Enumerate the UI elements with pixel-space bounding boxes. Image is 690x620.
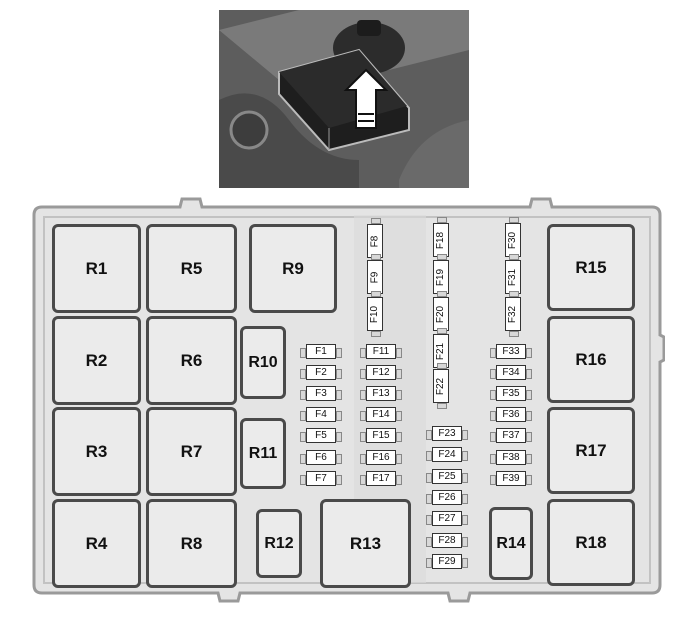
up-arrow-icon bbox=[343, 68, 389, 129]
fuse-f20: F20 bbox=[433, 291, 449, 337]
fuse-f1: F1 bbox=[300, 344, 342, 359]
relay-r9: R9 bbox=[249, 224, 337, 313]
fuse-f11: F11 bbox=[360, 344, 402, 359]
relay-r11: R11 bbox=[240, 418, 286, 489]
fuse-f6: F6 bbox=[300, 450, 342, 465]
fuse-f31: F31 bbox=[505, 254, 521, 300]
fuse-f36: F36 bbox=[490, 407, 532, 422]
fuse-f35: F35 bbox=[490, 386, 532, 401]
fuse-f28: F28 bbox=[426, 533, 468, 548]
relay-r6: R6 bbox=[146, 316, 237, 405]
engine-bay-illustration bbox=[219, 10, 469, 188]
relay-r2: R2 bbox=[52, 316, 141, 405]
fuse-f12: F12 bbox=[360, 365, 402, 380]
relay-r7: R7 bbox=[146, 407, 237, 496]
relay-r1: R1 bbox=[52, 224, 141, 313]
relay-r8: R8 bbox=[146, 499, 237, 588]
fuse-f24: F24 bbox=[426, 447, 468, 462]
relay-r5: R5 bbox=[146, 224, 237, 313]
fuse-f22: F22 bbox=[433, 363, 449, 409]
fuse-f23: F23 bbox=[426, 426, 468, 441]
relay-r14: R14 bbox=[489, 507, 533, 580]
fuse-f26: F26 bbox=[426, 490, 468, 505]
fuse-f30: F30 bbox=[505, 217, 521, 263]
relay-r18: R18 bbox=[547, 499, 635, 586]
fuse-f18: F18 bbox=[433, 217, 449, 263]
relay-r15: R15 bbox=[547, 224, 635, 311]
relay-r4: R4 bbox=[52, 499, 141, 588]
fuse-f5: F5 bbox=[300, 428, 342, 443]
fuse-f2: F2 bbox=[300, 365, 342, 380]
fuse-f27: F27 bbox=[426, 511, 468, 526]
relay-r3: R3 bbox=[52, 407, 141, 496]
fuse-f10: F10 bbox=[367, 291, 383, 337]
fuse-f39: F39 bbox=[490, 471, 532, 486]
fuse-f3: F3 bbox=[300, 386, 342, 401]
relay-r16: R16 bbox=[547, 316, 635, 403]
fuse-f25: F25 bbox=[426, 469, 468, 484]
fuse-f37: F37 bbox=[490, 428, 532, 443]
fuse-f19: F19 bbox=[433, 254, 449, 300]
fuse-f7: F7 bbox=[300, 471, 342, 486]
relay-r13: R13 bbox=[320, 499, 411, 588]
fuse-f33: F33 bbox=[490, 344, 532, 359]
relay-r10: R10 bbox=[240, 326, 286, 399]
fuse-f4: F4 bbox=[300, 407, 342, 422]
fuse-f13: F13 bbox=[360, 386, 402, 401]
fuse-f32: F32 bbox=[505, 291, 521, 337]
fuse-f9: F9 bbox=[367, 254, 383, 300]
fuse-f29: F29 bbox=[426, 554, 468, 569]
fuse-f38: F38 bbox=[490, 450, 532, 465]
fuse-f15: F15 bbox=[360, 428, 402, 443]
relay-r17: R17 bbox=[547, 407, 635, 494]
fuse-f14: F14 bbox=[360, 407, 402, 422]
engine-bay-photo bbox=[219, 10, 469, 188]
fuse-f16: F16 bbox=[360, 450, 402, 465]
fuse-f8: F8 bbox=[367, 218, 383, 264]
fuse-f17: F17 bbox=[360, 471, 402, 486]
fuse-f34: F34 bbox=[490, 365, 532, 380]
relay-r12: R12 bbox=[256, 509, 302, 578]
